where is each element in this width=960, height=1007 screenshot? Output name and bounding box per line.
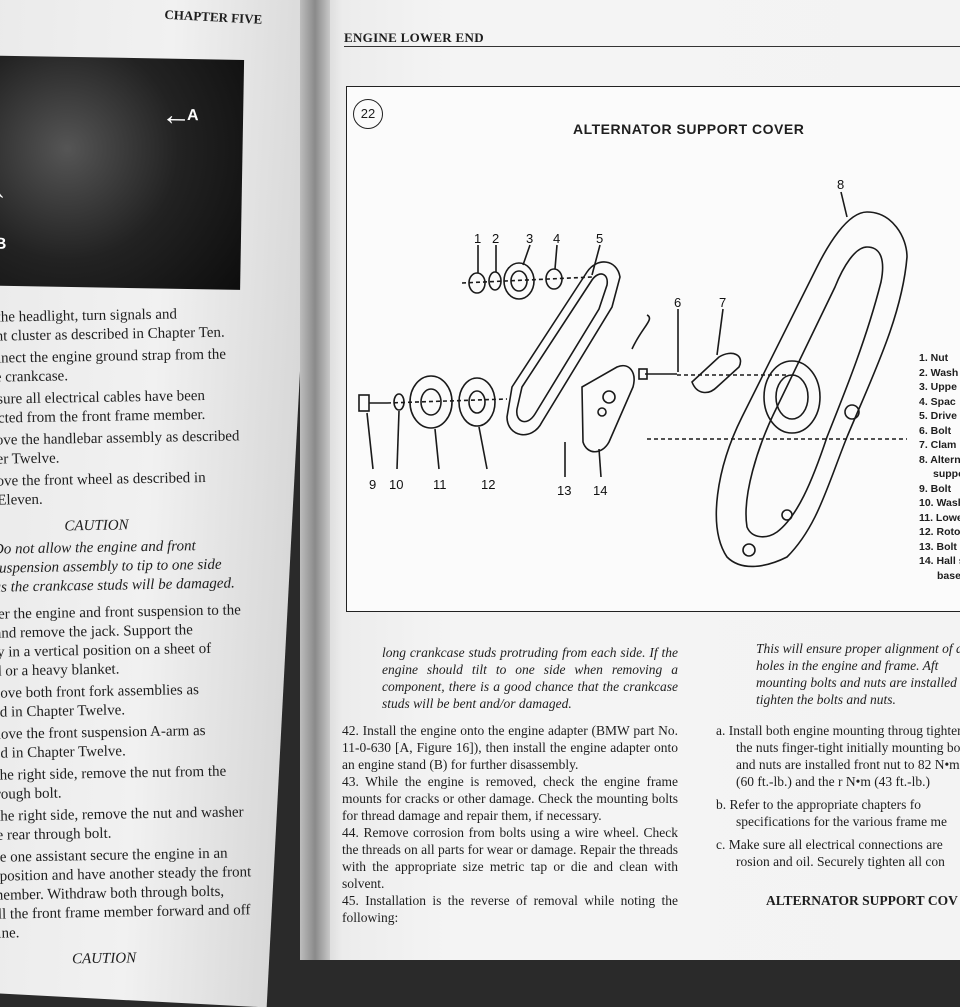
callout-5: 5 — [596, 231, 603, 246]
legend-item: 8. Altern — [919, 453, 960, 466]
callout-13: 13 — [557, 483, 571, 498]
figure-title: ALTERNATOR SUPPORT COVER — [573, 121, 805, 137]
legend-item: 4. Spac — [919, 395, 956, 408]
step-item: 39. On the right side, remove the nut fr… — [0, 763, 227, 804]
legend-item: 3. Uppe — [919, 381, 957, 393]
hall-sensor-part — [581, 365, 635, 453]
step-item: 35. Remove the front wheel as described … — [0, 469, 206, 510]
legend-item: 12. Rotor — [919, 526, 960, 538]
legend-item: 7. Clam — [919, 439, 957, 451]
legend-item: 13. Bolt — [919, 540, 957, 553]
caution-heading: CAUTION — [64, 517, 129, 535]
step-item: 36. Lower the engine and front suspensio… — [0, 602, 242, 680]
caution-continued: long crankcase studs protruding from eac… — [382, 645, 678, 711]
callout-11: 11 — [433, 477, 447, 492]
clamp-part — [691, 352, 742, 394]
support-cover-part — [715, 211, 908, 568]
drive-belt-part — [506, 261, 621, 436]
figure-number: 22 — [353, 99, 383, 129]
list-item: c. Make sure all electrical connections … — [716, 837, 945, 869]
caution-text: Do not allow the engine and front suspen… — [0, 538, 235, 596]
nut-part — [468, 272, 486, 294]
callout-7: 7 — [719, 295, 726, 310]
step-item: 42. Install the engine onto the engine a… — [342, 723, 678, 772]
support-cover-inner — [745, 246, 884, 538]
left-page-text: Remove the headlight, turn signals and i… — [0, 304, 254, 974]
step-item: 3. Make sure all electrical cables have … — [0, 387, 206, 428]
caution-heading-2: CAUTION — [71, 950, 137, 968]
step-item: 45. Installation is the reverse of remov… — [342, 893, 678, 925]
left-page-header: CHAPTER FIVE — [164, 6, 263, 27]
callout-14: 14 — [593, 483, 607, 498]
bolt-9-part — [358, 394, 370, 412]
callout-4: 4 — [553, 231, 560, 246]
callout-6: 6 — [674, 295, 681, 310]
legend-item: base — [937, 569, 960, 582]
list-item: b. Refer to the appropriate chapters fo … — [716, 797, 948, 829]
photo-label-b: B — [0, 235, 7, 253]
figure-legend: 1. Nut 2. Wash 3. Uppe 4. Spac 5. Drive … — [919, 351, 960, 583]
callout-10: 10 — [389, 477, 403, 492]
header-rule — [344, 46, 960, 47]
book-gutter — [300, 0, 330, 960]
step-item: 41. Have one assistant secure the engine… — [0, 845, 252, 943]
list-item: a. Install both engine mounting throug t… — [716, 723, 960, 789]
legend-item: 5. Drive — [919, 410, 957, 422]
callout-8: 8 — [837, 177, 844, 192]
step-item: 2. Disconnect the engine ground strap fr… — [0, 346, 227, 387]
step-item: 44. Remove corrosion from bolts using a … — [342, 825, 678, 891]
legend-item: 10. Wash — [919, 497, 960, 509]
legend-item: suppo — [933, 468, 960, 480]
right-column: This will ensure proper alignment of a h… — [716, 640, 960, 909]
legend-item: 2. Wash — [919, 366, 959, 379]
step-item: Remove the headlight, turn signals and i… — [0, 306, 225, 346]
legend-item: 11. Lowe — [919, 511, 960, 524]
arrow-icon: ← — [160, 98, 192, 133]
legend-item: 14. Hall s — [919, 555, 960, 567]
arrow-up-icon: ↑ — [0, 183, 7, 217]
left-page: CHAPTER FIVE A ← B ↑ Remove the headligh… — [0, 0, 320, 1007]
middle-column: long crankcase studs protruding from eac… — [342, 644, 678, 926]
note-text: This will ensure proper alignment of a h… — [756, 641, 960, 707]
callout-3: 3 — [526, 231, 533, 246]
legend-item: 1. Nut — [919, 352, 949, 364]
cover-bore — [763, 360, 821, 434]
exploded-diagram: 1 2 3 4 5 6 7 8 9 10 11 12 13 14 — [358, 177, 908, 568]
step-item: 38. Remove the front suspension A-arm as… — [0, 723, 206, 763]
step-item: 34. Remove the handlebar assembly as des… — [0, 428, 240, 469]
callout-12: 12 — [481, 477, 495, 492]
step-item: 43. While the engine is removed, check t… — [342, 774, 678, 823]
rotor-part — [458, 377, 496, 427]
step-item: 40. On the right side, remove the nut an… — [0, 804, 244, 844]
callout-9: 9 — [369, 477, 376, 492]
washer-part — [488, 271, 502, 291]
callout-2: 2 — [492, 231, 499, 246]
callout-1: 1 — [474, 231, 481, 246]
engine-wiring-photo: A ← B ↑ — [0, 54, 245, 290]
right-page-header: ENGINE LOWER END — [344, 30, 484, 45]
legend-item: 6. Bolt — [919, 424, 952, 437]
legend-item: 9. Bolt — [919, 482, 952, 495]
step-item: 37. Remove both front fork assemblies as… — [0, 682, 200, 722]
section-heading: ALTERNATOR SUPPORT COV — [766, 893, 958, 908]
figure-box: 22 ALTERNATOR SUPPORT COVER — [346, 86, 960, 612]
